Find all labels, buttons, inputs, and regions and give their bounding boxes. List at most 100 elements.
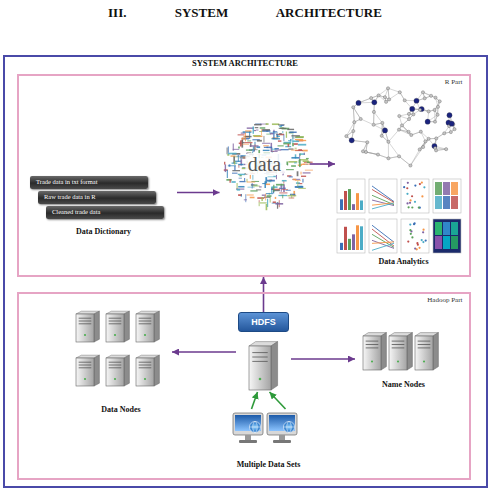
cloud-word xyxy=(256,130,258,131)
cloud-word xyxy=(286,162,288,165)
cloud-word xyxy=(266,195,271,197)
cloud-word xyxy=(259,127,265,128)
network-vertex xyxy=(449,130,452,133)
server-front xyxy=(363,336,381,370)
network-vertex xyxy=(353,121,356,124)
node-label: Hadoop Part xyxy=(427,297,462,304)
network-vertex xyxy=(361,150,364,153)
cloud-word xyxy=(249,131,250,139)
cloud-word xyxy=(303,153,304,155)
thumb-bar xyxy=(340,243,343,250)
cloud-word xyxy=(226,170,227,178)
cloud-word xyxy=(301,176,306,177)
network-vertex xyxy=(419,130,422,133)
network-link xyxy=(373,112,374,125)
globe-equator xyxy=(250,427,261,428)
thumb-line xyxy=(372,234,394,247)
server-side xyxy=(154,311,159,342)
cloud-word xyxy=(240,158,242,159)
server-side xyxy=(407,333,412,370)
data-sets-group: Multiple Data Sets xyxy=(215,409,322,477)
cloud-word xyxy=(246,182,254,183)
cloud-word xyxy=(250,190,257,191)
network-link xyxy=(363,151,378,154)
cloud-word xyxy=(292,140,299,142)
server-slot xyxy=(109,365,122,366)
cloud-word xyxy=(288,142,290,143)
cloud-word xyxy=(297,144,305,146)
network-vertex xyxy=(427,137,430,140)
cloud-word xyxy=(234,166,235,171)
flow-arrow xyxy=(252,392,258,409)
thumb-dot xyxy=(414,222,416,224)
cloud-word xyxy=(295,136,303,138)
network-vertex xyxy=(386,87,389,90)
thumbnail-frame xyxy=(433,179,461,213)
cloud-word xyxy=(238,178,241,179)
cloud-word xyxy=(229,179,230,182)
network-vertex xyxy=(387,157,390,160)
cloud-word xyxy=(285,131,286,137)
cloud-word xyxy=(291,135,299,136)
thumb-bar xyxy=(356,193,359,210)
data-dictionary-group: Data DictionaryTrade data in txt formatR… xyxy=(30,176,177,241)
network-link xyxy=(379,88,388,95)
cloud-word xyxy=(250,184,253,185)
server-slot xyxy=(366,344,379,345)
cloud-word xyxy=(237,134,244,135)
monitor-icon xyxy=(233,413,263,443)
cloud-word xyxy=(268,181,271,182)
node-illustration xyxy=(70,306,165,421)
network-vertex xyxy=(372,123,375,126)
server-side xyxy=(94,311,99,342)
thumb-dot xyxy=(409,199,411,201)
server-icon xyxy=(415,333,438,370)
cloud-word xyxy=(238,146,240,148)
thumb-line xyxy=(372,243,394,250)
network-vertex xyxy=(438,100,441,103)
name-nodes-group: Name Nodes xyxy=(355,326,452,396)
chart-thumbnail xyxy=(401,179,429,213)
thumb-cell xyxy=(435,196,442,209)
cloud-word xyxy=(281,180,286,182)
network-vertex xyxy=(400,124,403,127)
chart-thumbnail xyxy=(337,179,365,213)
cloud-word xyxy=(244,142,252,143)
cloud-word xyxy=(234,161,240,162)
cloud-word xyxy=(224,164,225,172)
network-vertex xyxy=(407,117,410,120)
cloud-word xyxy=(297,181,298,187)
cloud-word xyxy=(277,140,280,141)
server-slot xyxy=(109,367,122,368)
server-icon xyxy=(106,355,129,386)
thumb-dot xyxy=(422,231,424,233)
server-icon xyxy=(136,355,159,386)
thumbnail-frame xyxy=(433,219,461,253)
node-illustration xyxy=(335,81,465,271)
thumb-dot xyxy=(406,187,408,189)
cloud-word xyxy=(291,157,299,159)
server-slot xyxy=(79,367,92,368)
cloud-word xyxy=(279,133,282,134)
cloud-word xyxy=(304,170,312,171)
cloud-word xyxy=(294,186,302,188)
thumb-dot xyxy=(419,183,421,185)
server-slot xyxy=(418,344,431,345)
network-link xyxy=(346,122,354,136)
cloud-word xyxy=(238,165,239,168)
thumb-cell xyxy=(443,236,450,249)
cloud-word xyxy=(254,144,255,149)
node-label: HDFS xyxy=(238,312,289,332)
cloud-word xyxy=(252,146,253,151)
cloud-word xyxy=(262,143,270,144)
cloud-word xyxy=(291,150,297,151)
thumb-dot xyxy=(410,233,412,235)
cloud-word xyxy=(247,140,251,141)
cloud-word xyxy=(245,194,246,202)
network-vertex xyxy=(453,128,456,131)
server-icon xyxy=(136,311,159,342)
cloud-word xyxy=(236,156,243,157)
node-label: Raw trade data in R xyxy=(44,194,96,201)
chart-thumbnail xyxy=(369,179,397,213)
cloud-word xyxy=(256,189,261,190)
